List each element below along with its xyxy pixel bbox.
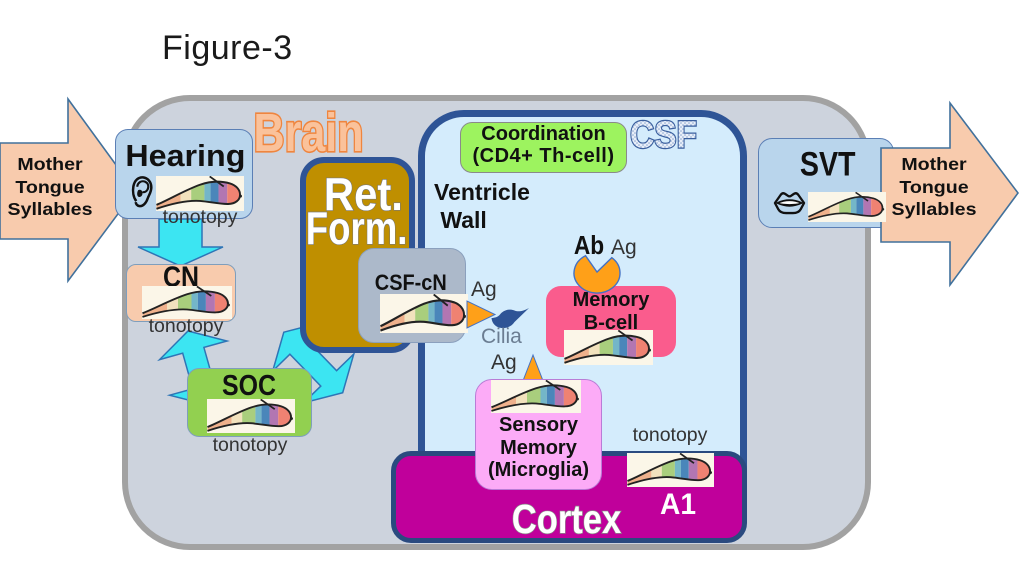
svg-text:Cortex: Cortex	[512, 496, 622, 542]
svg-text:Form.: Form.	[306, 202, 408, 254]
svg-text:SVT: SVT	[800, 145, 856, 179]
svg-text:A1: A1	[660, 488, 696, 518]
svg-text:SOC: SOC	[222, 370, 276, 398]
svg-text:CN: CN	[163, 262, 199, 291]
svg-text:Hearing: Hearing	[125, 138, 245, 173]
svg-text:Ret.: Ret.	[324, 168, 403, 220]
svg-text:CSF: CSF	[630, 115, 697, 156]
svg-text:Brain: Brain	[254, 104, 364, 160]
svg-text:Ab: Ab	[574, 230, 604, 258]
svg-text:CSF-cN: CSF-cN	[375, 270, 447, 293]
